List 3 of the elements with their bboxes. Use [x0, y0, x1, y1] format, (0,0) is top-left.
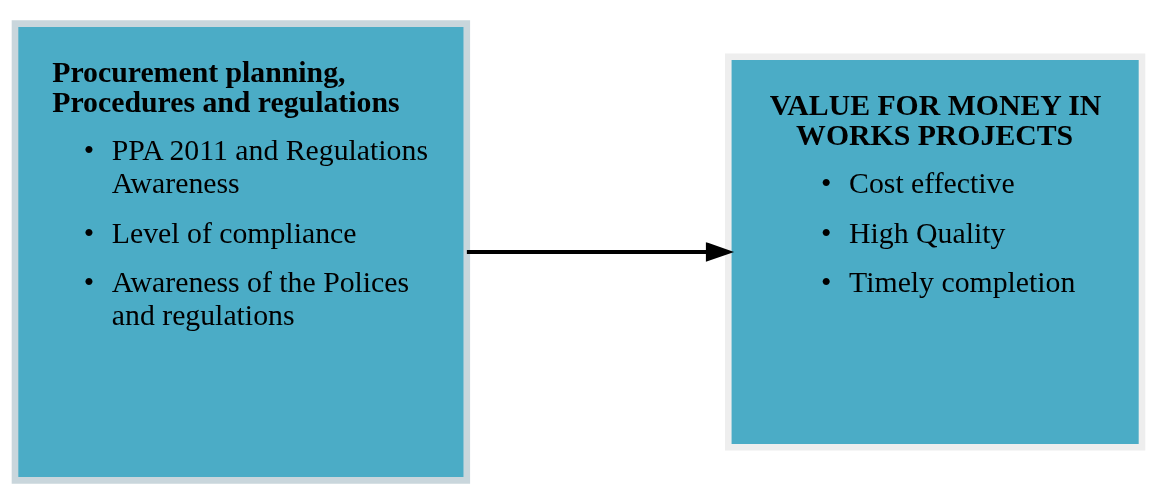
arrow — [466, 242, 735, 262]
node-box: Procurement planning, Procedures and regulations • PPA 2011 and Regulations Awareness • Level of compliance • Awareness of the Polices and regulations — [11, 20, 471, 484]
node-box: VALUE FOR MONEY IN WORKS PROJECTS • Cost effective • High Quality • Timely completion — [724, 53, 1146, 451]
